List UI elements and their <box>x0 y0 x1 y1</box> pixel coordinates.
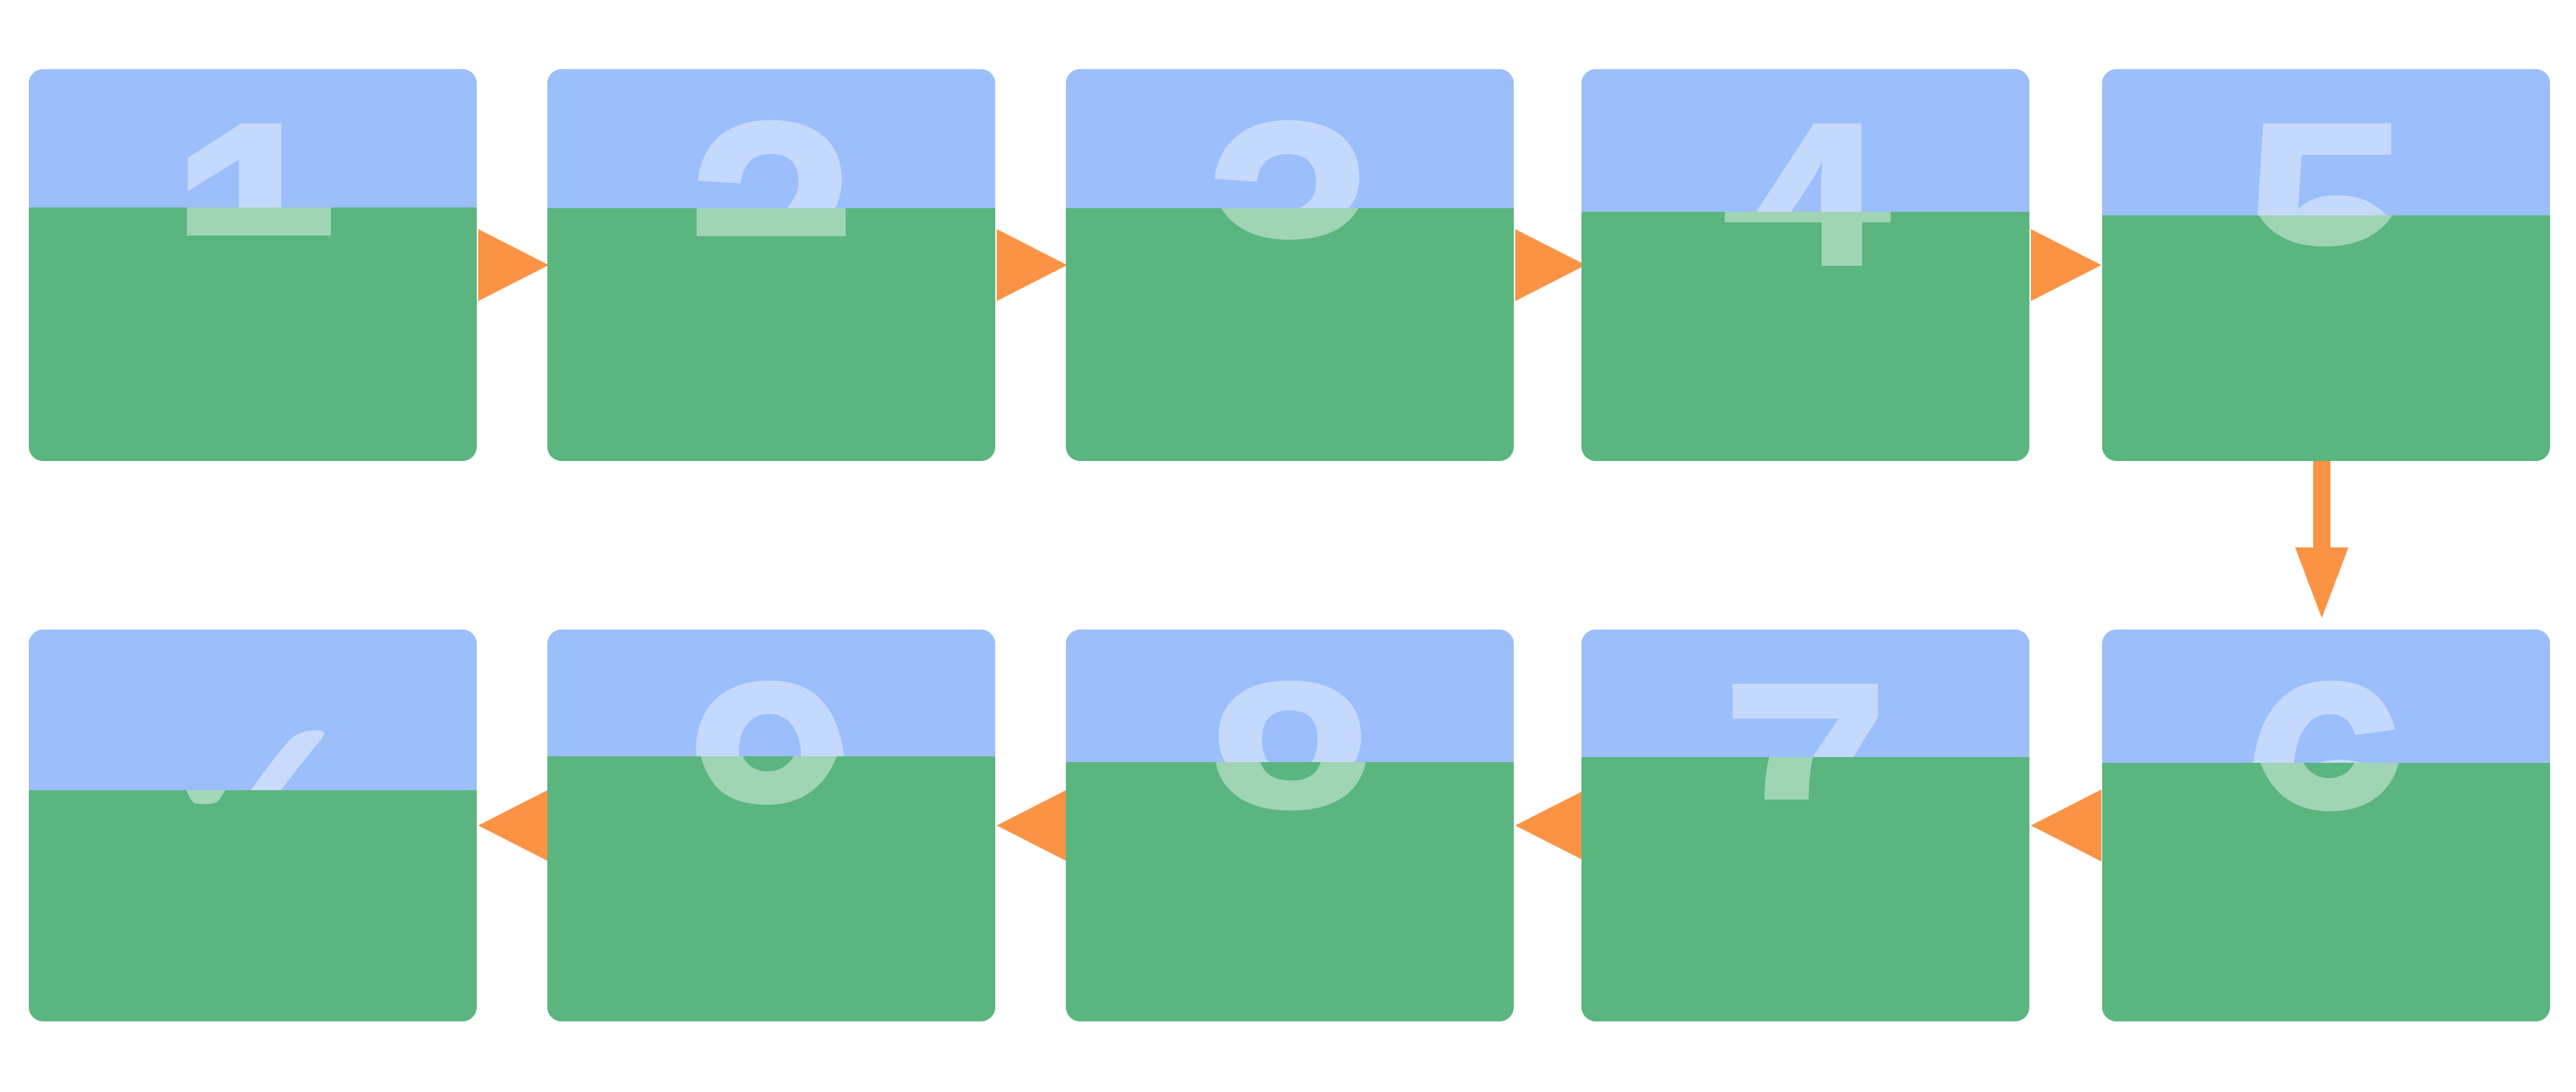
step-card-4-body: 4 add names to driver card <box>1581 212 2029 461</box>
step-card-1-header: 1 Why are we here? Present & consent to … <box>29 69 477 208</box>
step-card-6-header: 6 Populate and define domains Distribute… <box>2102 630 2550 764</box>
step-card-9-body: 9 hear short reports agree together how … <box>547 756 995 1021</box>
step-number-watermark-2-lower: 2 <box>563 208 981 285</box>
arrow-left-8-to-9 <box>997 789 1067 861</box>
step-number-watermark-5: 5 <box>2240 75 2412 215</box>
step-card-5[interactable]: 5 Identify domains Cluster actors and/or… <box>2102 69 2550 461</box>
step-number-watermark-9: 9 <box>685 635 857 756</box>
arrow-right-4-to-5 <box>2031 229 2101 301</box>
step-card-9-header: 9 What else do we need to consider... ..… <box>547 630 995 756</box>
step-card-7-body: 7 Pass on drivers belonging to other dom… <box>1581 756 2029 1021</box>
step-card-8[interactable]: 8 Connecting domains Account for drivers… <box>1066 630 1514 1021</box>
step-number-watermark-9-lower: 9 <box>563 756 981 850</box>
step-card-8-header: 8 Connecting domains Account for drivers… <box>1066 630 1514 762</box>
arrow-left-9-to-celebrate <box>478 789 549 861</box>
step-card-7[interactable]: 7 Sort & prioritize drivers Things to de… <box>1581 630 2029 1021</box>
step-number-watermark-7: 7 <box>1719 635 1891 757</box>
step-card-2[interactable]: 2 Who will be impacted? Consider who can… <box>547 69 995 461</box>
step-number-watermark-3-lower: 3 <box>1082 208 1499 285</box>
step-number-watermark-1: 1 <box>166 75 338 207</box>
arrow-head <box>2295 547 2348 618</box>
step-card-celebrate[interactable]: ✓ Celebrate! ✓ <box>29 630 477 1021</box>
step-card-3[interactable]: 3 What is needed (drivers)... ...in the … <box>1066 69 1514 461</box>
celebrate-header: ✓ Celebrate! <box>29 630 477 790</box>
step-card-1-body: 1 clear enough articulation? relevant fo… <box>29 207 477 461</box>
step-card-4[interactable]: 4 Who has expertise on how to respond? 4… <box>1581 69 2029 461</box>
step-number-watermark-2: 2 <box>685 75 857 208</box>
arrow-right-1-to-2 <box>478 229 549 301</box>
step-number-watermark-8-lower: 8 <box>1082 762 1499 856</box>
check-icon-lower: ✓ <box>45 790 462 877</box>
step-number-watermark-6-lower: 6 <box>2118 763 2536 856</box>
celebrate-body: ✓ <box>29 789 477 1021</box>
step-number-watermark-5-lower: 5 <box>2118 215 2536 292</box>
step-card-6-body: 6 in the smaller groups: describe the pr… <box>2102 763 2550 1021</box>
arrow-left-6-to-7 <box>2031 789 2101 861</box>
step-card-4-header: 4 Who has expertise on how to respond? <box>1581 69 2029 212</box>
step-card-5-body: 5 create actor-centric or needs-centric … <box>2102 215 2550 461</box>
step-card-3-body: 3 stick the driver cards around the acto… <box>1066 208 1514 461</box>
step-card-2-header: 2 Who will be impacted? Consider who can… <box>547 69 995 209</box>
step-card-3-header: 3 What is needed (drivers)... ...in the … <box>1066 69 1514 209</box>
step-card-5-header: 5 Identify domains Cluster actors and/or… <box>2102 69 2550 215</box>
arrow-right-2-to-3 <box>997 229 1067 301</box>
step-number-watermark-3: 3 <box>1203 75 1375 208</box>
step-number-watermark-6: 6 <box>2240 635 2412 763</box>
arrow-down-5-to-6 <box>2293 461 2351 618</box>
step-card-6[interactable]: 6 Populate and define domains Distribute… <box>2102 630 2550 1021</box>
arrow-right-3-to-4 <box>1515 229 1586 301</box>
step-card-9[interactable]: 9 What else do we need to consider... ..… <box>547 630 995 1021</box>
step-number-watermark-7-lower: 7 <box>1597 757 2015 848</box>
step-number-watermark-1-lower: 1 <box>45 207 462 284</box>
step-number-watermark-4-lower: 4 <box>1597 212 2015 314</box>
step-card-2-body: 2 list actors on large cards add referen… <box>547 208 995 461</box>
arrow-left-7-to-8 <box>1515 789 1586 861</box>
check-icon: ✓ <box>132 668 373 790</box>
step-card-8-body: 8 link between domains if needed form de… <box>1066 761 1514 1021</box>
arrow-shaft <box>2313 461 2330 553</box>
step-card-7-header: 7 Sort & prioritize drivers Things to de… <box>1581 630 2029 757</box>
step-number-watermark-8: 8 <box>1203 635 1375 762</box>
step-number-watermark-4: 4 <box>1719 75 1891 212</box>
step-card-1[interactable]: 1 Why are we here? Present & consent to … <box>29 69 477 461</box>
